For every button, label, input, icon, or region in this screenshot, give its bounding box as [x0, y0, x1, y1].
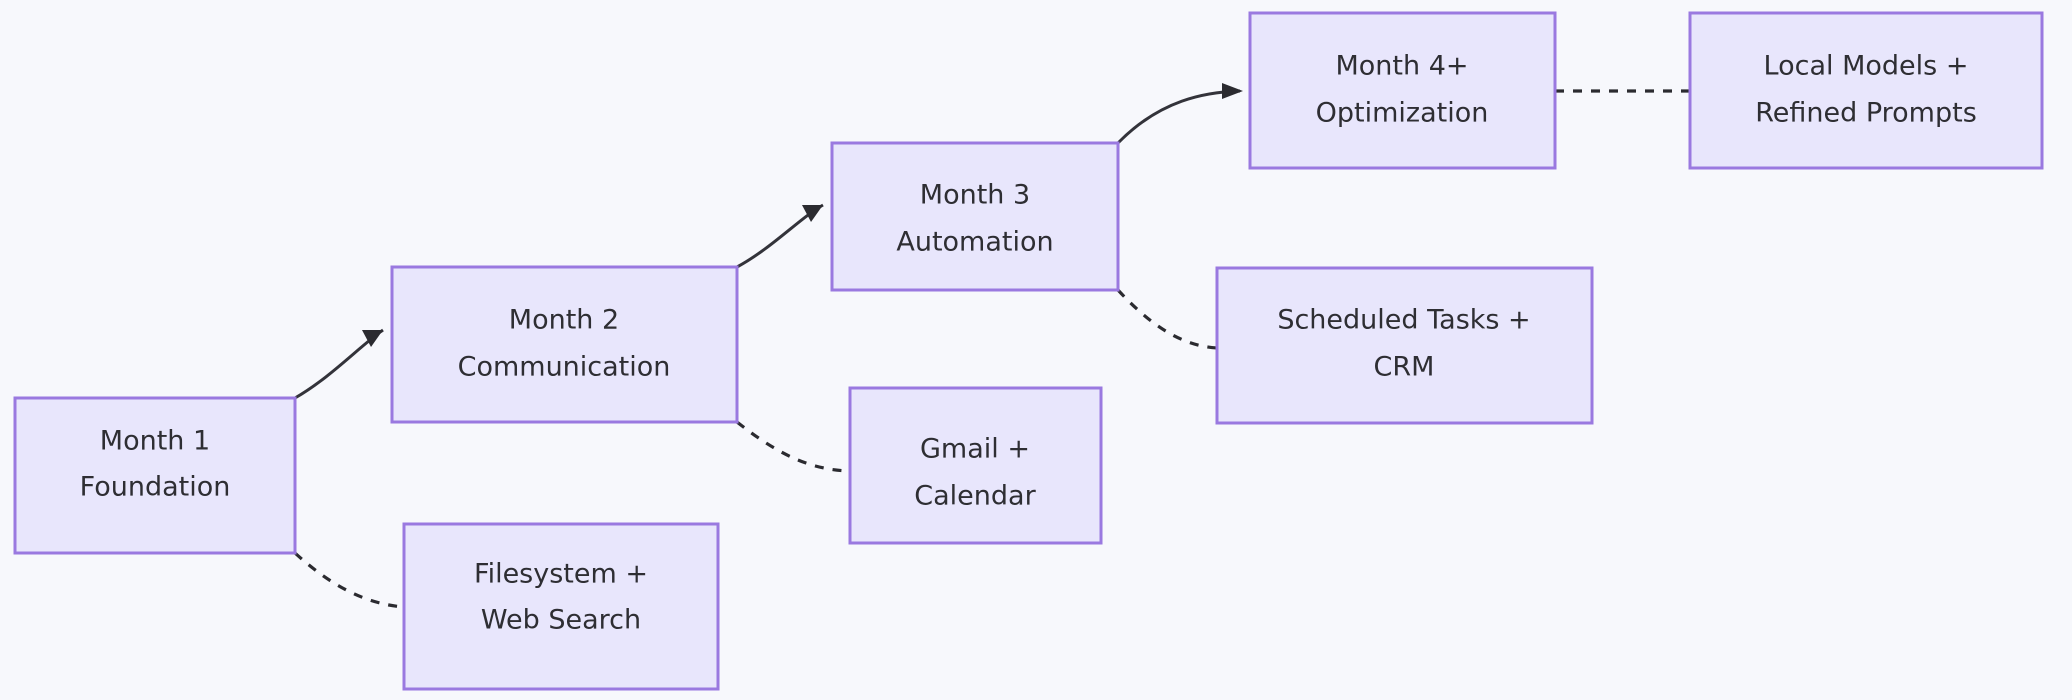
node-label-line2: Automation — [896, 227, 1053, 258]
node-month4-tools[interactable]: Local Models + Refined Prompts — [1688, 11, 2044, 170]
node-month1[interactable]: Month 1 Foundation — [13, 396, 297, 555]
node-box[interactable] — [390, 265, 739, 424]
node-box[interactable] — [830, 141, 1120, 292]
node-label-line1: Month 2 — [509, 305, 619, 336]
node-label-line2: Web Search — [481, 605, 641, 636]
node-label-line1: Month 1 — [100, 426, 210, 457]
node-label-line2: Optimization — [1316, 98, 1489, 129]
arrowhead-icon — [362, 330, 383, 347]
arrowhead-icon — [1222, 83, 1243, 99]
node-month3[interactable]: Month 3 Automation — [830, 141, 1120, 292]
edge-path-month1-to-tools — [293, 551, 405, 609]
node-label-line1: Gmail + — [920, 434, 1030, 465]
node-box[interactable] — [1248, 11, 1557, 170]
node-label-line2: CRM — [1374, 352, 1435, 383]
node-label-line1: Month 4+ — [1335, 51, 1468, 82]
edge-month3-to-month4 — [1116, 83, 1243, 145]
node-box[interactable] — [1688, 11, 2044, 170]
node-month4[interactable]: Month 4+ Optimization — [1248, 11, 1557, 170]
nodes-layer: Month 1 Foundation Filesystem + Web Sear… — [13, 11, 2044, 691]
node-month2[interactable]: Month 2 Communication — [390, 265, 739, 424]
node-box[interactable] — [1215, 266, 1594, 425]
node-label-line2: Refined Prompts — [1755, 98, 1977, 129]
node-label-line1: Filesystem + — [474, 559, 648, 590]
edge-month1-to-month2 — [294, 328, 384, 400]
edge-path-month3-month4 — [1116, 89, 1241, 145]
node-label-line2: Communication — [458, 352, 671, 383]
node-month2-tools[interactable]: Gmail + Calendar — [848, 386, 1103, 545]
node-label-line1: Scheduled Tasks + — [1277, 305, 1530, 336]
node-label-line1: Local Models + — [1764, 51, 1969, 82]
edges-layer — [293, 83, 1690, 609]
node-label-line1: Month 3 — [920, 180, 1030, 211]
node-month1-tools[interactable]: Filesystem + Web Search — [402, 522, 720, 691]
node-label-line2: Foundation — [80, 472, 231, 503]
node-label-line2: Calendar — [914, 481, 1036, 512]
arrowhead-icon — [802, 205, 823, 222]
edge-month2-to-month3 — [736, 203, 824, 269]
node-box[interactable] — [13, 396, 297, 555]
node-box[interactable] — [402, 522, 720, 691]
edge-path-month3-to-tools — [1116, 288, 1218, 350]
edge-path-month2-to-tools — [736, 420, 851, 473]
node-box[interactable] — [848, 386, 1103, 545]
node-month3-tools[interactable]: Scheduled Tasks + CRM — [1215, 266, 1594, 425]
